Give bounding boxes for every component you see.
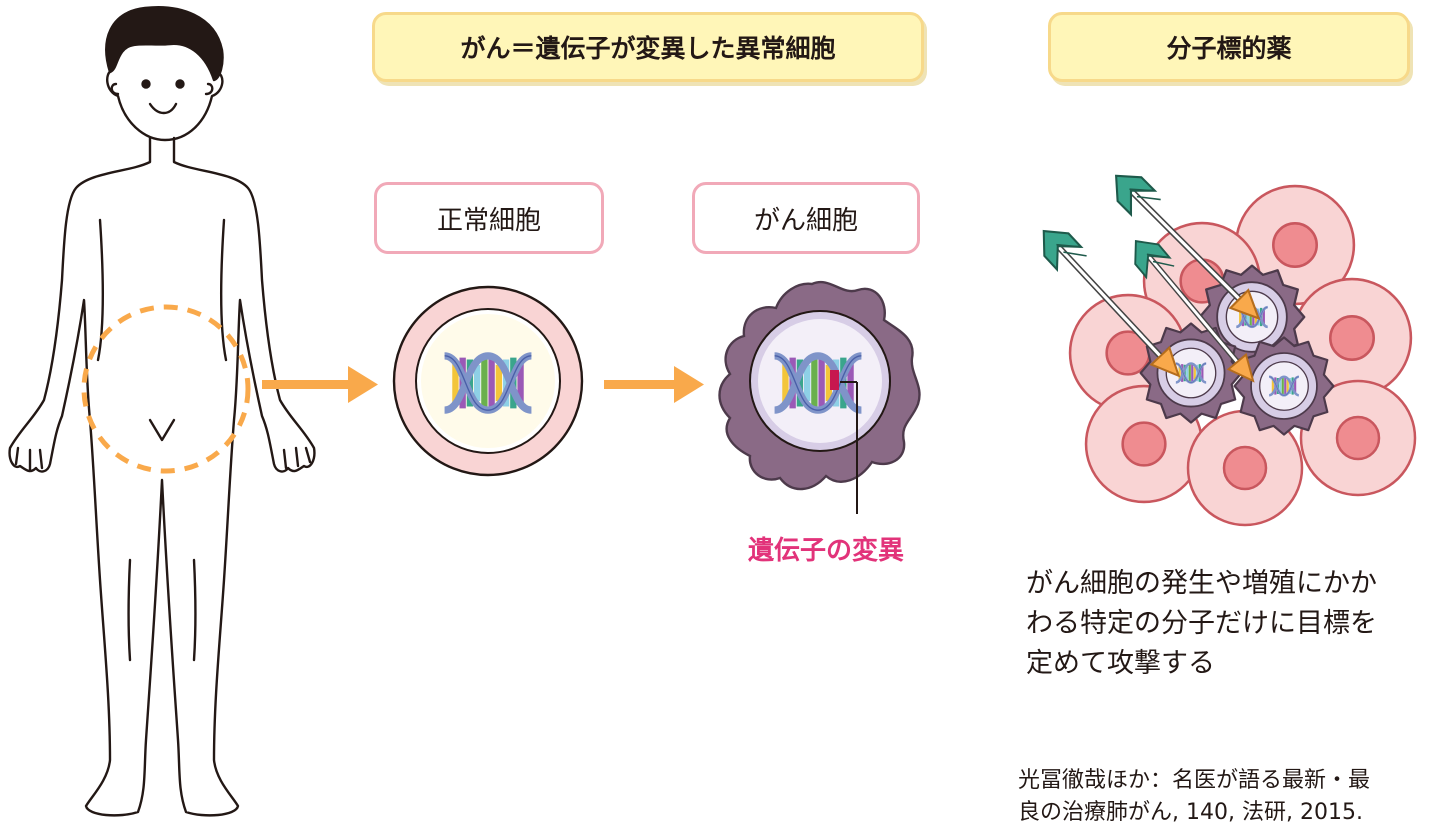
- description-line: わる特定の分子だけに目標を: [1026, 608, 1377, 639]
- targeted-drug-label: 分子標的薬: [1048, 12, 1410, 82]
- human-body-icon: [8, 6, 316, 817]
- cancer-cell-illustration: [718, 281, 921, 514]
- citation-line: 良の治療肺がん, 140, 法研, 2015.: [1018, 800, 1363, 825]
- cancer-cell-label: がん細胞: [692, 182, 920, 254]
- targeted-drug-description: がん細胞の発生や増殖にかか わる特定の分子だけに目標を 定めて攻撃する: [1026, 564, 1438, 684]
- target-area-circle: [81, 304, 251, 474]
- arrow-right-icon: [604, 366, 704, 403]
- tumor-cluster-illustration: [1068, 184, 1417, 527]
- gene-mutation-label: 遺伝子の変異: [748, 536, 905, 566]
- arrow-right-icon: [262, 366, 378, 403]
- normal-cell-label: 正常細胞: [374, 182, 604, 254]
- description-line: がん細胞の発生や増殖にかか: [1026, 568, 1377, 599]
- normal-cell-illustration: [392, 285, 584, 477]
- source-citation: 光冨徹哉ほか：名医が語る最新・最 良の治療肺がん, 140, 法研, 2015.: [1018, 765, 1438, 829]
- cancer-definition-label: がん＝遺伝子が変異した異常細胞: [372, 12, 924, 82]
- citation-line: 光冨徹哉ほか：名医が語る最新・最: [1018, 768, 1371, 793]
- description-line: 定めて攻撃する: [1026, 648, 1215, 679]
